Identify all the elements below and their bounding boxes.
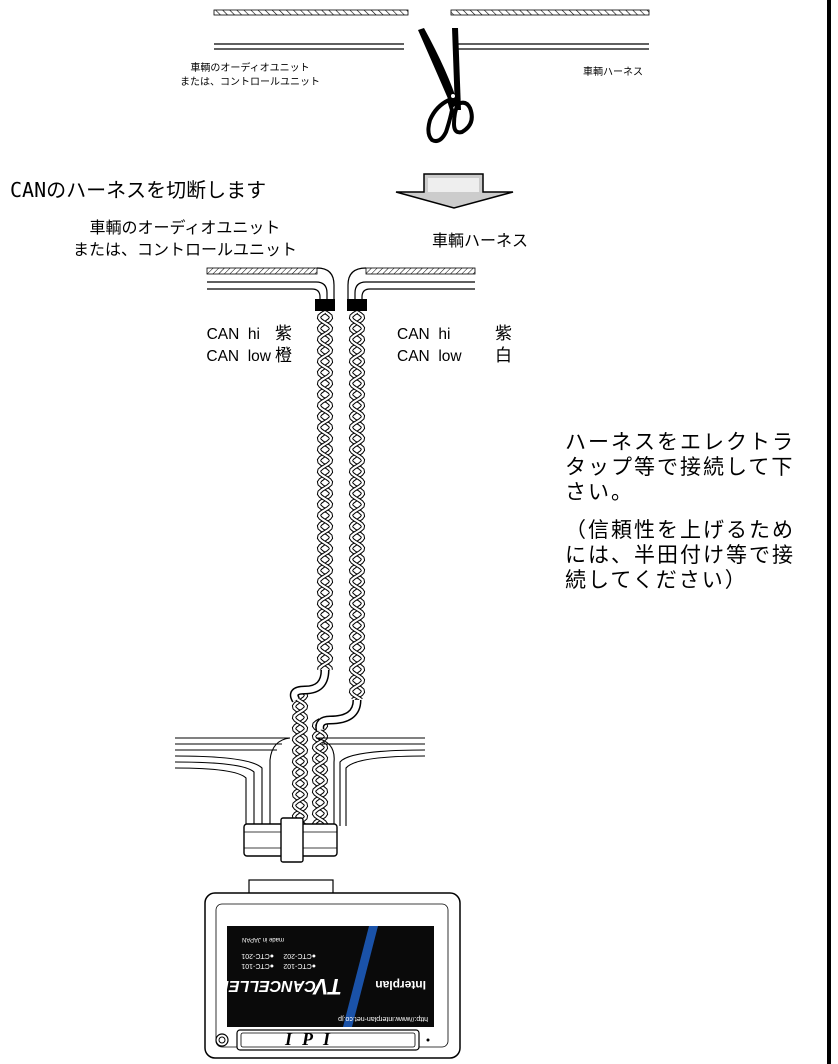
right-twisted-pair [348,310,366,702]
device-product-tv: TV [313,974,342,999]
device-model-3: ●CTC-202 [283,952,316,959]
top-left-label-line2: または、コントロールユニット [180,77,320,88]
note-line-2: タップ等で接続して下 [565,455,795,479]
wire-bend-2 [316,699,360,731]
scissors-icon [418,28,474,143]
mid-left-label-line2: または、コントロールユニット [72,240,297,259]
left-pair-to-connector [291,688,309,828]
mid-left-label-line1: 車輌のオーディオユニット [89,218,281,237]
top-harness-right [450,9,650,50]
twisted-pair-wires [289,310,366,828]
left-twisted-pair [316,310,334,671]
note2-line-3: 続してください） [565,568,748,592]
canceller-unit [204,892,461,1059]
right-can-low-color: 白 [495,346,512,366]
mid-right-label: 車輌ハーネス [432,231,529,250]
device-model-2: ●CTC-101 [241,962,274,969]
right-can-low-label: CAN low [397,348,462,365]
down-arrow-icon [395,173,514,209]
mid-harness-right [347,267,476,311]
right-can-hi-label: CAN hi [397,326,451,343]
bottom-harness-left [174,737,291,826]
note-line-1: ハーネスをエレクトラ [565,430,795,454]
device-url: http://www.interplan-net.co.jp [338,1015,428,1022]
wire-bend-1 [291,669,328,702]
device-logo: IPI [285,1029,341,1049]
device-made-in: made in JAPAN [242,936,284,942]
left-can-hi-label: CAN hi [206,326,260,343]
device-brand: Interplan [375,978,426,992]
note2-line-2: には、半田付け等で接 [565,543,795,567]
right-can-hi-color: 紫 [495,324,512,344]
device-label: http://www.interplan-net.co.jp Interplan… [217,926,434,1027]
device-product-name: CANCELLER [217,977,316,994]
cut-heading: CANのハーネスを切断します [10,178,267,202]
connector-plug [243,817,338,895]
note2-line-1: （信頼性を上げるため [565,518,795,542]
mid-harness-left [206,267,335,311]
note-line-3: さい。 [565,480,634,504]
bottom-harness-right [315,737,426,826]
top-left-label-line1: 車輌のオーディオユニット [190,63,310,74]
right-border [827,0,831,1064]
left-can-low-color: 橙 [275,346,292,366]
device-model-4: ●CTC-201 [241,952,274,959]
device-model-1: ●CTC-102 [283,962,316,969]
right-pair-to-connector [311,718,329,827]
left-can-low-label: CAN low [206,348,271,365]
top-harness-left [213,9,409,50]
left-can-hi-color: 紫 [275,324,292,344]
top-right-label: 車輌ハーネス [583,67,643,78]
